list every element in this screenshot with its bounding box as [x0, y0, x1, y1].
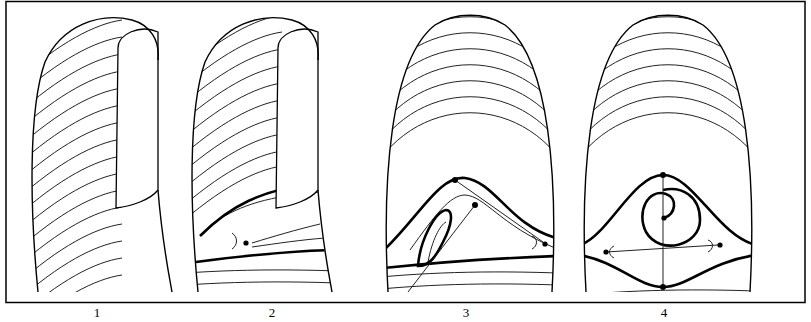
- panel-number: 3: [463, 305, 470, 321]
- finger-2: [150, 15, 360, 292]
- panel-number: 4: [661, 305, 668, 321]
- finger-4: [563, 0, 778, 296]
- panel-number: 2: [269, 305, 276, 321]
- finger-3: [365, 0, 580, 292]
- finger-1: [15, 18, 172, 322]
- frame: [6, 2, 805, 303]
- panel-number: 1: [94, 305, 101, 321]
